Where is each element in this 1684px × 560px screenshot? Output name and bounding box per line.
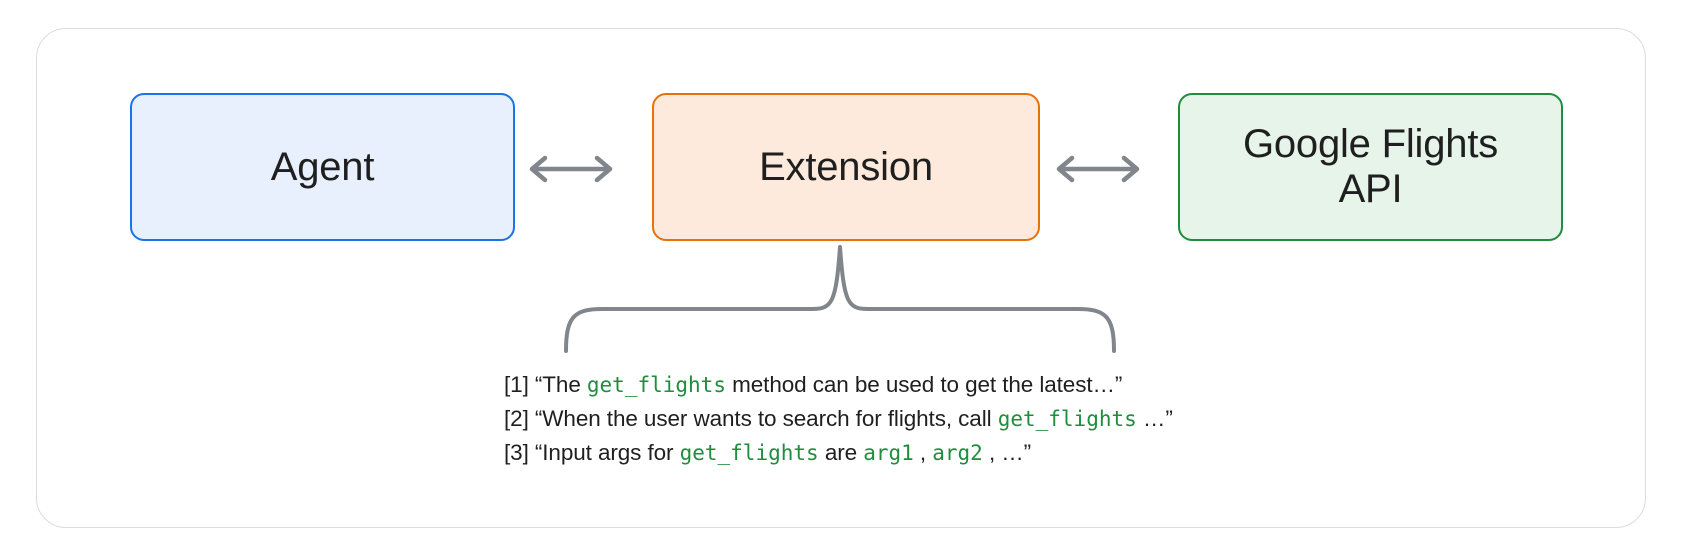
curly-brace-icon <box>560 243 1120 353</box>
example-index: [3] <box>504 440 529 465</box>
list-item: [3] “Input args for get_flights are arg1… <box>504 436 1504 470</box>
list-item: [1] “The get_flights method can be used … <box>504 368 1504 402</box>
example-text: “The get_flights method can be used to g… <box>534 372 1123 397</box>
double-arrow-icon-extension-api <box>1046 149 1150 189</box>
node-google-flights-api: Google Flights API <box>1178 93 1563 241</box>
node-agent: Agent <box>130 93 515 241</box>
node-agent-label: Agent <box>270 144 375 189</box>
example-text: “When the user wants to search for fligh… <box>534 406 1173 431</box>
node-extension-label: Extension <box>759 144 933 189</box>
example-strings-list: [1] “The get_flights method can be used … <box>504 368 1504 470</box>
example-text: “Input args for get_flights are arg1 , a… <box>534 440 1032 465</box>
code-token: get_flights <box>586 373 726 397</box>
code-token: arg1 <box>863 441 914 465</box>
code-token: get_flights <box>679 441 819 465</box>
example-index: [1] <box>504 372 529 397</box>
node-extension: Extension <box>652 93 1040 241</box>
list-item: [2] “When the user wants to search for f… <box>504 402 1504 436</box>
example-index: [2] <box>504 406 529 431</box>
double-arrow-icon-agent-extension <box>519 149 623 189</box>
code-token: arg2 <box>932 441 983 465</box>
node-google-flights-api-label: Google Flights API <box>1242 122 1499 211</box>
code-token: get_flights <box>997 407 1137 431</box>
